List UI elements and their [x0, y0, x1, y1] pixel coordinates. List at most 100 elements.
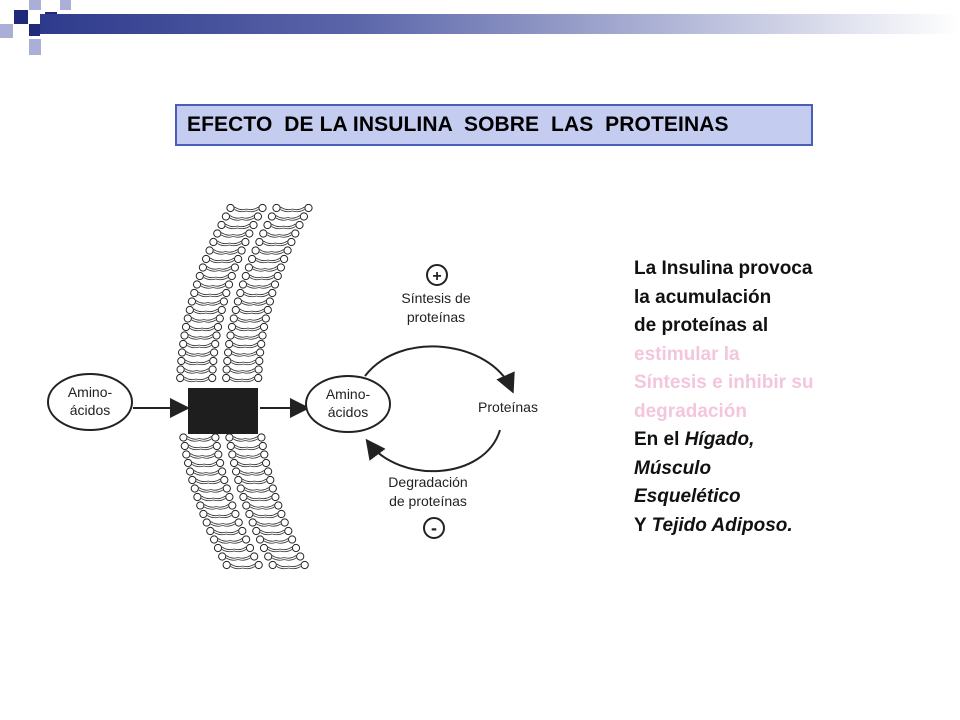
- phospholipid-tail: [191, 317, 204, 323]
- phospholipid-tail: [215, 274, 229, 281]
- phospholipid-head: [273, 271, 282, 281]
- phospholipid-tail: [241, 215, 255, 221]
- phospholipid-head: [176, 365, 185, 374]
- phospholipid-head: [222, 365, 231, 374]
- phospholipid-head: [291, 543, 301, 553]
- phospholipid-head: [225, 492, 234, 502]
- phospholipid-head: [238, 526, 247, 536]
- phospholipid-tail: [275, 240, 288, 247]
- phospholipid-head: [259, 322, 269, 332]
- phospholipid-head: [237, 246, 246, 255]
- phospholipid-tail: [190, 453, 203, 459]
- phospholipid-tail: [225, 555, 239, 561]
- deco-square-navy: [29, 24, 40, 36]
- phospholipid-head: [179, 433, 188, 442]
- phospholipid-tail: [229, 240, 242, 247]
- phospholipid-tail: [265, 512, 278, 519]
- phospholipid-tail: [280, 206, 293, 213]
- phospholipid-tail: [188, 444, 201, 451]
- phospholipid-head: [242, 535, 251, 544]
- phospholipid-tail: [207, 300, 221, 306]
- phospholipid-head: [206, 526, 215, 536]
- phospholipid-tail: [243, 359, 256, 366]
- phospholipid-head: [180, 331, 189, 340]
- phospholipid-head: [210, 348, 219, 357]
- phospholipid-head: [284, 526, 293, 536]
- deco-square-navy: [14, 10, 28, 24]
- phospholipid-tail: [239, 470, 253, 476]
- title-box: EFECTO DE LA INSULINA SOBRE LAS PROTEINA…: [175, 104, 813, 146]
- phospholipid-tail: [203, 461, 217, 468]
- phospholipid-tail: [279, 232, 292, 238]
- phospholipid-tail: [242, 563, 255, 570]
- phospholipid-head: [241, 271, 250, 281]
- phospholipid-head: [186, 467, 195, 476]
- phospholipid-tail: [271, 223, 284, 230]
- phospholipid-head: [276, 263, 285, 272]
- phospholipid-head: [236, 484, 245, 493]
- phospholipid-tail: [195, 300, 209, 306]
- phospholipid-head: [187, 297, 196, 306]
- amino-acids-outside: Amino- ácidos: [47, 373, 133, 431]
- degradation-label-1: Degradación: [388, 474, 467, 490]
- phospholipid-tail: [201, 325, 215, 332]
- phospholipid-head: [198, 263, 207, 272]
- phospholipid-tail: [239, 308, 252, 315]
- phospholipid-head: [299, 212, 308, 221]
- phospholipid-head: [196, 501, 205, 510]
- phospholipid-head: [183, 314, 192, 323]
- phospholipid-head: [260, 450, 269, 459]
- phospholipid-head: [181, 322, 191, 332]
- phospholipid-head: [188, 475, 197, 485]
- phospholipid-tail: [204, 504, 217, 510]
- phospholipid-head: [224, 280, 234, 289]
- phospholipid-head: [250, 552, 259, 561]
- phospholipid-tail: [218, 266, 232, 272]
- phospholipid-head: [252, 526, 261, 536]
- phospholipid-tail: [185, 359, 198, 366]
- phospholipid-tail: [237, 317, 250, 323]
- phospholipid-tail: [288, 563, 301, 570]
- phospholipid-head: [265, 297, 274, 306]
- phospholipid-head: [254, 365, 263, 374]
- phospholipid-head: [232, 467, 241, 476]
- phospholipid-head: [179, 339, 188, 349]
- phospholipid-tail: [202, 453, 215, 459]
- phospholipid-tail: [230, 563, 243, 570]
- phospholipid-head: [288, 535, 297, 544]
- phospholipid-tail: [263, 538, 277, 544]
- phospholipid-tail: [198, 487, 211, 493]
- cell-membrane: [176, 203, 313, 570]
- phospholipid-tail: [231, 359, 244, 366]
- phospholipid-tail: [191, 461, 205, 468]
- phospholipid-tail: [222, 521, 235, 527]
- phospholipid-head: [222, 373, 231, 383]
- phospholipid-head: [272, 203, 281, 213]
- phospholipid-tail: [268, 521, 281, 527]
- phospholipid-head: [280, 518, 289, 527]
- phospholipid-head: [245, 543, 255, 553]
- phospholipid-head: [300, 560, 309, 570]
- phospholipid-tail: [205, 470, 219, 476]
- phospholipid-tail: [214, 529, 227, 536]
- phospholipid-head: [225, 339, 234, 349]
- phospholipid-head: [264, 467, 273, 476]
- phospholipid-tail: [252, 266, 266, 272]
- phospholipid-head: [242, 501, 251, 510]
- phospholipid-tail: [196, 368, 209, 374]
- phospholipid-head: [295, 220, 304, 230]
- phospholipid-head: [296, 552, 305, 561]
- phospholipid-head: [268, 560, 277, 570]
- phospholipid-tail: [193, 470, 207, 476]
- phospholipid-tail: [213, 495, 226, 502]
- phospholipid-head: [216, 458, 225, 468]
- phospholipid-tail: [284, 555, 297, 561]
- phospholipid-head: [195, 271, 204, 281]
- explanation-text: La Insulina provoca la acumulación de pr…: [634, 255, 954, 540]
- phospholipid-tail: [253, 300, 267, 306]
- amino-acids-inside-label-1: Amino-: [326, 386, 371, 402]
- phospholipid-tail: [200, 334, 213, 340]
- phospholipid-tail: [197, 351, 211, 357]
- phospholipid-tail: [210, 521, 223, 527]
- phospholipid-tail: [219, 512, 232, 519]
